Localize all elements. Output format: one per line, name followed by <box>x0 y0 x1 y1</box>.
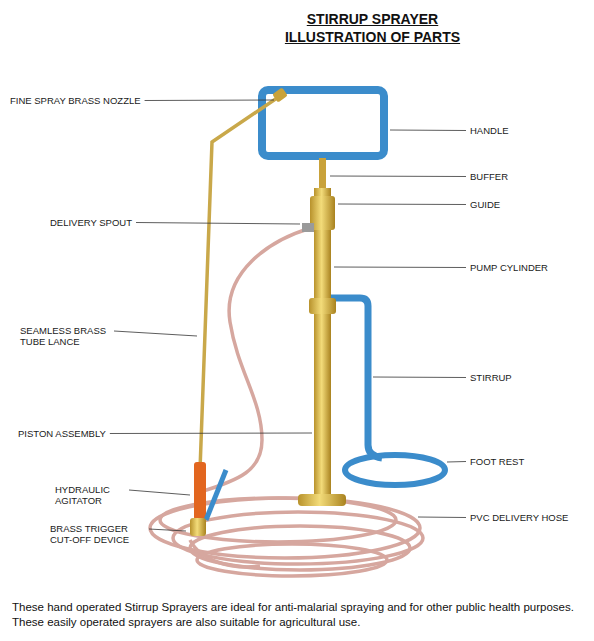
part-label: FOOT REST <box>470 456 524 467</box>
cylinder-collar <box>309 298 336 314</box>
diagram-title: STIRRUP SPRAYER ILLUSTRATION OF PARTS <box>270 10 475 46</box>
leader-line <box>338 204 466 206</box>
part-label: FINE SPRAY BRASS NOZZLE <box>10 95 141 106</box>
buffer <box>319 158 326 188</box>
leader-line <box>110 433 312 435</box>
part-label: STIRRUP <box>470 372 512 383</box>
part-label: PVC DELIVERY HOSE <box>470 512 568 523</box>
leader-line <box>334 267 466 269</box>
trigger-body <box>190 518 206 536</box>
delivery-spout <box>302 223 314 232</box>
trigger <box>206 470 226 520</box>
part-label: GUIDE <box>470 199 500 210</box>
leader-line <box>114 331 197 336</box>
part-label: SEAMLESS BRASS TUBE LANCE <box>20 325 110 347</box>
delivery-hose <box>190 540 260 567</box>
leader-line <box>136 223 300 225</box>
part-label: PISTON ASSEMBLY <box>18 428 106 439</box>
lance-grip <box>194 462 206 520</box>
leader-line <box>373 377 466 379</box>
part-label: BRASS TRIGGER CUT-OFF DEVICE <box>50 523 145 545</box>
part-label: HYDRAULIC AGITATOR <box>55 484 125 506</box>
leader-line <box>129 490 190 495</box>
delivery-hose <box>200 228 311 492</box>
pump-cylinder <box>314 188 331 500</box>
leader-line <box>390 130 466 132</box>
part-label: HANDLE <box>470 125 509 136</box>
cylinder-base <box>298 494 346 506</box>
hose-coil <box>150 498 423 576</box>
leader-line <box>447 461 466 463</box>
leader-line <box>145 100 274 102</box>
nozzle <box>272 87 288 102</box>
leader-line <box>149 529 186 531</box>
leader-line <box>418 517 466 519</box>
part-label: DELIVERY SPOUT <box>50 217 132 228</box>
caption: These hand operated Stirrup Sprayers are… <box>12 600 584 630</box>
leader-line <box>330 176 466 178</box>
foot-rest <box>345 455 445 485</box>
brass-lance <box>200 96 280 470</box>
part-label: BUFFER <box>470 171 508 182</box>
part-label: PUMP CYLINDER <box>470 262 548 273</box>
stirrup <box>331 298 382 458</box>
